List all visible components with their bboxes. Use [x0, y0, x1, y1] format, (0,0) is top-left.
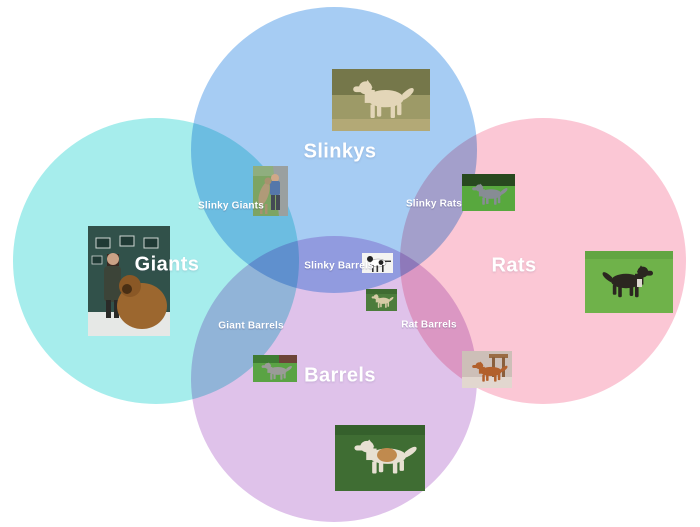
slinky-rats-photo — [462, 174, 515, 211]
giants-photo — [88, 226, 170, 336]
set-circle-barrels — [191, 236, 477, 522]
set-label-giants: Giants — [134, 253, 200, 276]
set-label-rats: Rats — [491, 254, 537, 277]
set-label-barrels: Barrels — [304, 364, 376, 387]
giant-barrels-photo — [253, 355, 297, 382]
slinkys-photo — [332, 69, 430, 131]
set-label-slinkys: Slinkys — [303, 140, 377, 163]
intersection-label-slinky-barrels: Slinky Barrels — [304, 260, 374, 272]
intersection-label-rat-barrels: Rat Barrels — [401, 319, 457, 331]
rat-barrels-photo — [462, 351, 512, 388]
intersection-label-slinky-giants: Slinky Giants — [198, 200, 264, 212]
intersection-label-slinky-rats: Slinky Rats — [405, 198, 463, 210]
barrels-photo — [335, 425, 425, 491]
slinky-barrels-photo-top — [362, 253, 393, 273]
slinky-giants-photo — [253, 166, 288, 216]
intersection-label-giant-barrels: Giant Barrels — [218, 320, 284, 332]
slinky-barrels-photo-bottom — [366, 289, 397, 311]
rats-photo — [585, 251, 673, 313]
